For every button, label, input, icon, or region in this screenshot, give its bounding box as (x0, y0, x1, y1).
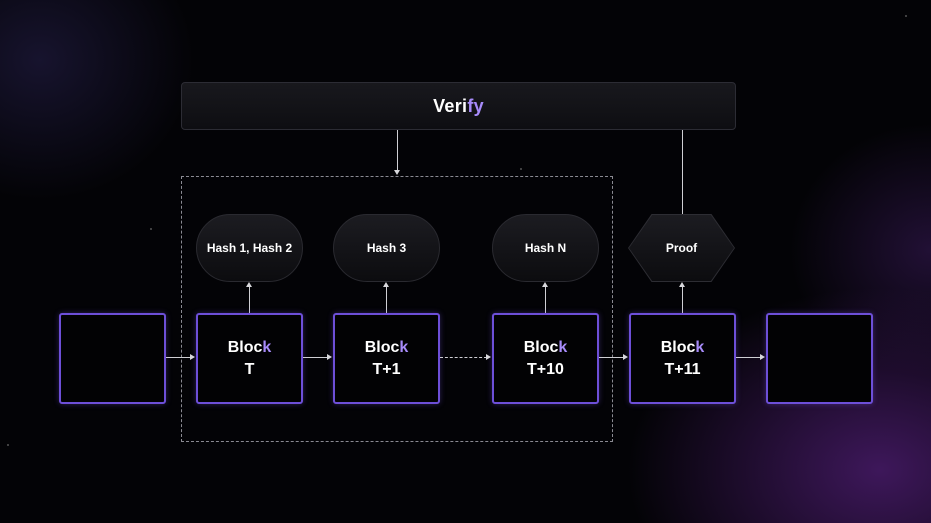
verify-to-group-arrow (394, 170, 400, 175)
block-to-hash-line (545, 286, 546, 313)
chain-line (736, 357, 761, 358)
proof-hexagon: Proof (628, 214, 735, 282)
block-to-hash-arrow (542, 282, 548, 287)
star-decoration (905, 15, 907, 17)
block-t-plus-11: Block T+11 (629, 313, 736, 404)
proof-to-verify-line (682, 130, 683, 214)
proof-label: Proof (665, 241, 698, 255)
star-decoration (520, 168, 522, 170)
star-decoration (7, 444, 9, 446)
block-label: Block (227, 338, 272, 356)
block-to-proof-line (682, 286, 683, 313)
block-id: T+10 (527, 360, 564, 378)
chain-arrow (190, 354, 195, 360)
star-decoration (150, 228, 152, 230)
verify-label: Verify (433, 95, 484, 116)
chain-arrow (623, 354, 628, 360)
block-t-plus-10: Block T+10 (492, 313, 599, 404)
chain-line (303, 357, 328, 358)
block-id: T+11 (664, 360, 701, 378)
hash-pill-3: Hash N (492, 214, 599, 282)
block-to-hash-line (386, 286, 387, 313)
block-t-plus-1: Block T+1 (333, 313, 440, 404)
chain-ellipsis-line (440, 357, 487, 358)
chain-arrow (760, 354, 765, 360)
block-to-hash-arrow (383, 282, 389, 287)
chain-arrow (327, 354, 332, 360)
block-to-hash-arrow (246, 282, 252, 287)
hash-pill-1: Hash 1, Hash 2 (196, 214, 303, 282)
block-label: Block (364, 338, 409, 356)
block-to-hash-line (249, 286, 250, 313)
verify-to-group-line (397, 130, 398, 171)
hash-pill-label: Hash 3 (366, 241, 407, 255)
block-id: T+1 (372, 360, 401, 378)
verify-box: Verify (181, 82, 736, 130)
block-id: T (244, 360, 255, 378)
block-label: Block (523, 338, 568, 356)
chain-arrow (486, 354, 491, 360)
block-to-proof-arrow (679, 282, 685, 287)
chain-line (166, 357, 191, 358)
block-t: Block T (196, 313, 303, 404)
block-empty-left (59, 313, 166, 404)
block-label: Block (660, 338, 705, 356)
hash-pill-label: Hash 1, Hash 2 (206, 241, 293, 255)
hash-pill-label: Hash N (524, 241, 567, 255)
block-empty-right (766, 313, 873, 404)
hash-group-box (181, 176, 613, 442)
hash-pill-2: Hash 3 (333, 214, 440, 282)
chain-line (599, 357, 624, 358)
